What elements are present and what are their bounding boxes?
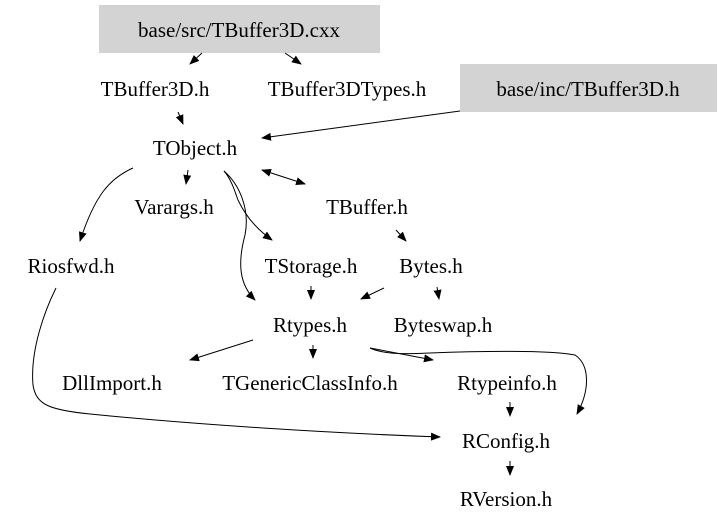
node-byteswap-h[interactable]: Byteswap.h: [394, 313, 493, 337]
edge-riosfwd-h-to-rconfig-h: [32, 287, 441, 441]
edge-tbuffer-h-to-bytes-h: [395, 229, 407, 242]
edge-bytes-h-to-byteswap-h: [433, 286, 442, 300]
edge-tobject-h-to-rtypes-h: [223, 170, 256, 301]
node-rconfig-h[interactable]: RConfig.h: [462, 429, 551, 453]
edge-src-cxx-to-tbuffer3d-h: [189, 52, 203, 65]
node-inc-tbuffer3d-h[interactable]: base/inc/TBuffer3D.h: [496, 77, 680, 101]
node-rtypes-h[interactable]: Rtypes.h: [273, 313, 348, 337]
node-tobject-h[interactable]: TObject.h: [153, 136, 238, 160]
node-bytes-h[interactable]: Bytes.h: [399, 254, 463, 278]
node-tbuffer3d-h[interactable]: TBuffer3D.h: [101, 77, 210, 101]
node-rtypeinfo-h[interactable]: Rtypeinfo.h: [457, 371, 557, 395]
edge-tbuffer3d-h-to-tobject-h: [175, 111, 184, 125]
node-rversion-h[interactable]: RVersion.h: [460, 487, 553, 511]
node-tbuffer-h[interactable]: TBuffer.h: [326, 195, 408, 219]
node-varargs-h[interactable]: Varargs.h: [134, 195, 214, 219]
edges: [32, 52, 587, 476]
node-src-tbuffer3d-cxx[interactable]: base/src/TBuffer3D.cxx: [138, 18, 340, 42]
edge-tobject-h-to-tstorage-h: [223, 170, 273, 241]
edge-tobject-h-to-riosfwd-h: [78, 167, 134, 242]
node-tgenericclassinfo-h[interactable]: TGenericClassInfo.h: [222, 371, 398, 395]
node-box-inc-tb3d-h: [460, 64, 717, 112]
edge-inc-tb3d-h-to-tobject-h: [261, 110, 461, 141]
edge-tobject-h-to-tbuffer-h: [261, 168, 306, 186]
edge-bytes-h-to-rtypes-h: [360, 287, 385, 300]
node-box-src-cxx: [99, 5, 380, 53]
node-labels: base/src/TBuffer3D.cxx TBuffer3D.h TBuff…: [28, 18, 681, 511]
node-tstorage-h[interactable]: TStorage.h: [265, 254, 358, 278]
edge-src-cxx-to-tbuffer3dtypes-h: [284, 52, 302, 65]
node-dllimport-h[interactable]: DllImport.h: [62, 371, 162, 395]
edge-rtypes-h-to-dllimport-h: [189, 339, 254, 362]
node-riosfwd-h[interactable]: Riosfwd.h: [28, 254, 115, 278]
edge-tobject-h-to-varargs-h: [183, 169, 192, 185]
node-tbuffer3dtypes-h[interactable]: TBuffer3DTypes.h: [268, 77, 427, 101]
edge-rtypes-h-to-rconfig-h: [369, 347, 587, 415]
